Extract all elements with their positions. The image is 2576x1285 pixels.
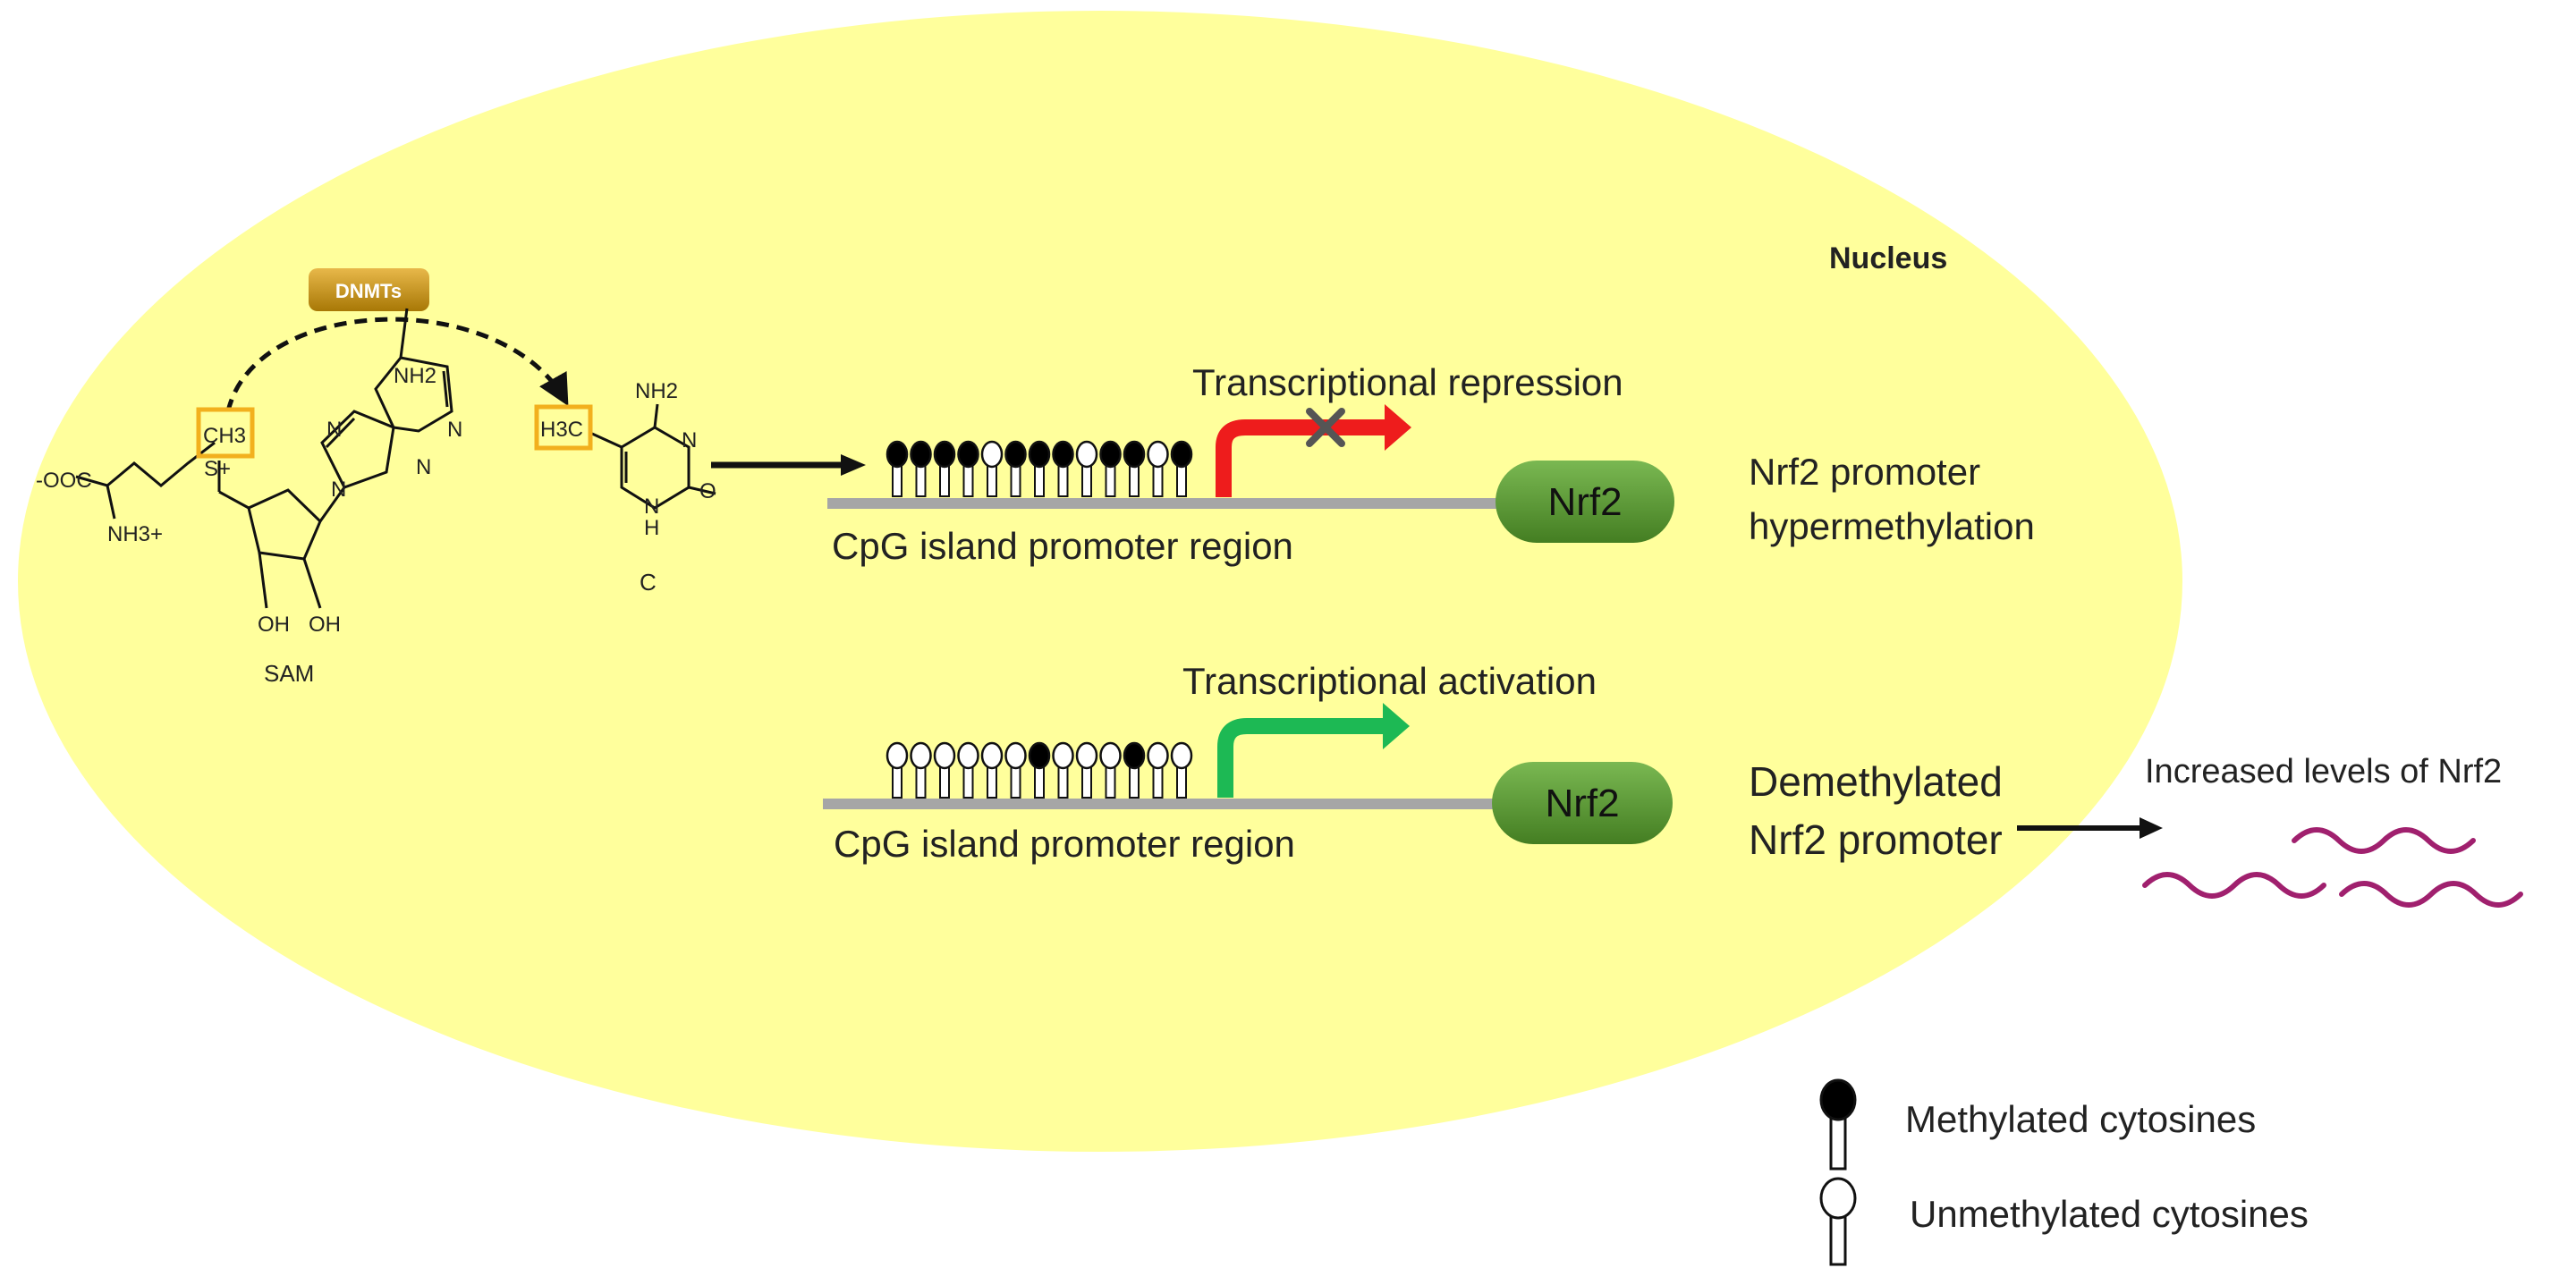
transcriptional-activation-label: Transcriptional activation <box>1182 660 1597 702</box>
methylated-cpg-site <box>1028 440 1051 497</box>
unmethylated-cpg-site <box>886 741 909 799</box>
output-arrow <box>2017 817 2163 839</box>
sam-methyl-label: CH3 <box>203 424 246 448</box>
sam-ring-n-label: N <box>326 418 342 442</box>
dna-strand <box>823 799 1521 809</box>
mrna-wave <box>2292 827 2476 854</box>
methylated-cpg-site <box>1170 440 1193 497</box>
sam-ring-n-label: N <box>416 455 431 479</box>
transcription-start-arrow <box>1216 419 1388 497</box>
cytosine-ring-n-label: N <box>682 428 697 452</box>
sam-hydroxyl-1-label: OH <box>258 613 290 637</box>
sam-atom-labels: CH3 S+ -OOC NH3+ OH OH NH2 N N N N SAM <box>36 364 462 687</box>
unmethylated-cpg-site <box>933 741 956 799</box>
cytosine-molecule <box>591 403 716 510</box>
nrf2-gene-box <box>1492 762 1673 844</box>
nrf2-gene-label: Nrf2 <box>1547 480 1622 524</box>
outcome-label-line2: hypermethylation <box>1749 505 2035 547</box>
repression-row: Transcriptional repression CpG island pr… <box>827 361 2035 567</box>
unmethylated-cpg-site <box>1147 440 1169 497</box>
sam-carboxylate-label: -OOC <box>36 469 92 493</box>
transcription-start-arrow <box>1217 718 1386 798</box>
cpg-island-label: CpG island promoter region <box>832 525 1293 567</box>
outcome-label-line2: Nrf2 promoter <box>1749 816 2003 863</box>
increased-nrf2-label: Increased levels of Nrf2 <box>2145 753 2502 790</box>
cytosine-h-label: H <box>644 516 659 540</box>
dnmts-label: DNMTs <box>335 280 402 302</box>
legend-unmethylated-symbol <box>1819 1177 1857 1266</box>
methylated-cpg-site <box>1004 440 1027 497</box>
transcription-arrowhead <box>1383 703 1410 749</box>
activation-row: Transcriptional activation CpG island pr… <box>823 660 2003 865</box>
methylated-cpg-site <box>933 440 956 497</box>
sam-ring-n-label: N <box>447 418 462 442</box>
transcription-arrowhead <box>1385 404 1411 451</box>
unmethylated-cpg-site <box>980 741 1004 799</box>
mrna-wave <box>2339 881 2523 908</box>
cytosine-nh-label: N <box>644 495 659 519</box>
methylated-cpg-site <box>1099 440 1122 497</box>
mrna-wave <box>2142 872 2326 899</box>
transcriptional-repression-label: Transcriptional repression <box>1192 361 1623 403</box>
legend-methylated-label: Methylated cytosines <box>1905 1098 2256 1140</box>
methylated-cpg-site <box>910 440 932 497</box>
sam-adenine-amine-label: NH2 <box>394 364 436 388</box>
nucleus-label: Nucleus <box>1829 241 1947 275</box>
unmethylated-cpg-site <box>1170 741 1193 799</box>
unmethylated-cpg-site <box>1052 741 1074 799</box>
cytosine-name-label: C <box>640 569 657 596</box>
unmethylated-cpg-site <box>1147 741 1169 799</box>
cytosine-oxo-label: O <box>699 479 716 503</box>
unmethylated-cpg-site <box>910 741 932 799</box>
unmethylated-cpg-site <box>1075 741 1098 799</box>
unmethylated-cpg-site <box>980 440 1004 497</box>
dnmts-badge <box>309 268 429 311</box>
sam-ring-n-label: N <box>331 478 346 502</box>
methylated-cpg-site <box>1123 741 1146 799</box>
methylated-cpg-site <box>957 440 979 497</box>
sam-sulfonium-label: S+ <box>204 457 231 481</box>
nucleus <box>18 11 2182 1152</box>
nrf2-gene-label: Nrf2 <box>1545 782 1619 825</box>
methylation-arrow <box>711 454 866 476</box>
cytosine-amine-label: NH2 <box>635 379 678 403</box>
cpg-site-group <box>886 440 1193 497</box>
nrf2-gene-box <box>1496 461 1674 543</box>
outcome-label-line1: Demethylated <box>1749 758 2003 805</box>
unmethylated-cpg-site <box>1004 741 1027 799</box>
cpg-site-group <box>886 741 1193 799</box>
cytosine-methyl-highlight-box <box>534 404 593 451</box>
unmethylated-cpg-site <box>957 741 979 799</box>
cytosine-atom-labels: H3C NH2 N N H O C <box>534 379 716 596</box>
legend-unmethylated-label: Unmethylated cytosines <box>1910 1193 2309 1235</box>
methylated-cpg-site <box>1028 741 1051 799</box>
sam-methyl-highlight-box <box>196 407 255 459</box>
outcome-label-line1: Nrf2 promoter <box>1749 451 1980 493</box>
repression-cross-icon <box>1306 408 1345 447</box>
cpg-island-label: CpG island promoter region <box>834 823 1295 865</box>
methylated-cpg-site <box>1123 440 1146 497</box>
cytosine-methyl-label: H3C <box>540 418 583 442</box>
sam-amine-label: NH3+ <box>107 522 163 546</box>
legend-methylated-symbol <box>1819 1078 1857 1171</box>
sam-name-label: SAM <box>264 660 314 687</box>
mrna-transcripts <box>2142 827 2523 908</box>
dna-strand <box>827 498 1525 509</box>
methylated-cpg-site <box>886 440 909 497</box>
methylated-cpg-site <box>1052 440 1074 497</box>
legend: Methylated cytosines Unmethylated cytosi… <box>1819 1078 2309 1266</box>
sam-hydroxyl-2-label: OH <box>309 613 341 637</box>
methyl-transfer-arrow <box>225 317 569 412</box>
unmethylated-cpg-site <box>1099 741 1122 799</box>
sam-molecule <box>75 308 453 609</box>
unmethylated-cpg-site <box>1075 440 1098 497</box>
